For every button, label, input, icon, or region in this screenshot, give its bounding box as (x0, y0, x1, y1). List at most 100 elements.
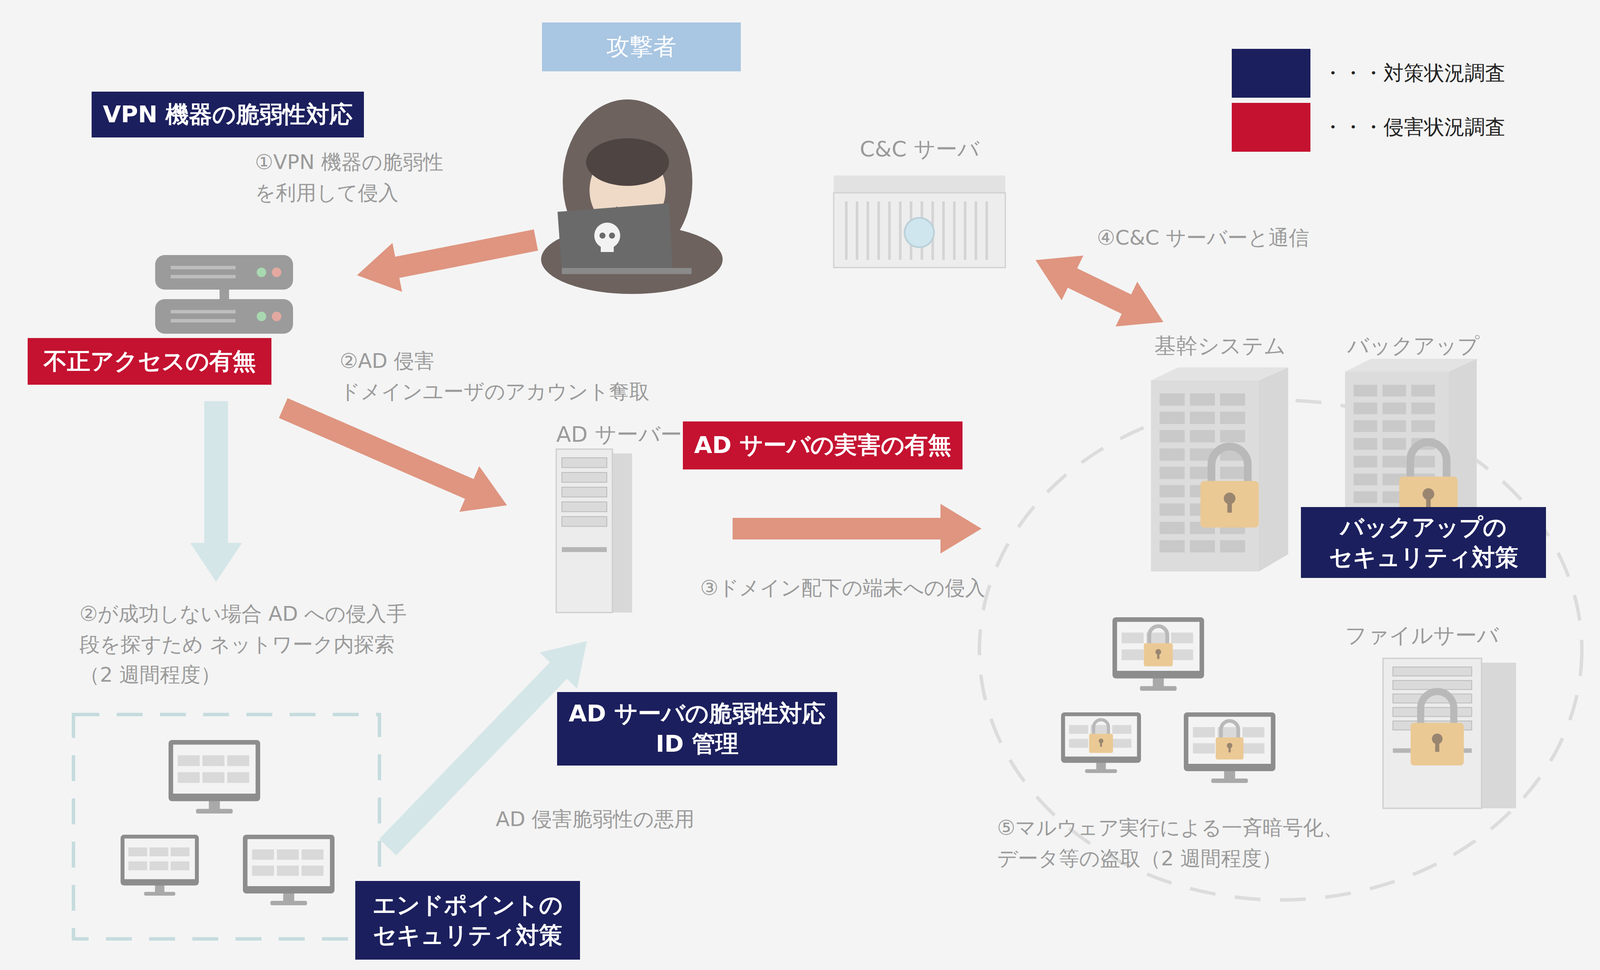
monitor-frame (1183, 712, 1276, 772)
screen-block (227, 755, 250, 766)
status-led (256, 311, 267, 322)
illustrations (73, 99, 1582, 939)
lock-icon (1144, 626, 1173, 667)
cc-server (833, 175, 1006, 268)
arrow-head (940, 503, 982, 554)
lock-body (1410, 722, 1464, 765)
inspection-box: AD サーバの実害の有無 (682, 421, 963, 470)
server-lamp (904, 217, 934, 248)
server-slot (1353, 437, 1378, 450)
measure-box: AD サーバの脆弱性対応 ID 管理 (557, 691, 838, 766)
arrow-head (539, 640, 587, 689)
monitor-base (1140, 685, 1177, 691)
drive-bay (1392, 707, 1472, 717)
monitor-frame (1061, 712, 1142, 763)
server-slot (1220, 466, 1246, 479)
screen-block (177, 755, 200, 766)
server-box: AD サーバー (556, 421, 678, 614)
server-slot (1411, 402, 1435, 415)
screen-block (1121, 632, 1144, 644)
screen-block (301, 849, 324, 860)
server-box: ファイルサーバ (1357, 622, 1487, 811)
arrow (190, 401, 243, 582)
server-top (833, 175, 1006, 193)
step-note: ③ドメイン配下の端末への侵入 (700, 572, 986, 604)
arrow-shaft (732, 517, 945, 540)
node-title: エンドポイントの セキュリティ対策 (366, 889, 569, 951)
node-title: 基幹システム (1154, 332, 1286, 359)
server-slot (1159, 411, 1185, 424)
server-fin (855, 201, 859, 260)
monitor-frame (168, 739, 261, 802)
tower-front (556, 449, 613, 613)
lock-body (1200, 481, 1259, 528)
server-slot (1382, 455, 1407, 468)
legend-swatch (1231, 102, 1311, 152)
drive-bay (561, 487, 607, 498)
monitor-icon (1061, 712, 1142, 773)
monitor-base (1085, 768, 1118, 773)
server-slot (1189, 411, 1215, 424)
server-tower (556, 449, 633, 613)
legend-text: ・・・対策状況調査 (1322, 60, 1506, 86)
server-slot (1159, 430, 1185, 443)
monitor-icon (168, 739, 261, 814)
keyhole (1156, 652, 1160, 660)
vpn-device (155, 254, 294, 334)
attack-arrow (1035, 255, 1164, 327)
screen-block (177, 771, 200, 783)
node-title: バックアップ (1347, 332, 1480, 359)
server-slot (1220, 430, 1246, 443)
screen-block (149, 847, 169, 857)
monitor-stand (1223, 769, 1235, 781)
monitor-base (270, 900, 308, 906)
monitor-stand (283, 892, 294, 903)
server-fin (952, 201, 956, 260)
screen-block (128, 861, 147, 871)
lock-icon (1215, 720, 1244, 760)
node-title: C&C サーバ (859, 136, 980, 163)
keyhole (1435, 739, 1440, 752)
screen-block (276, 865, 299, 876)
drive-bay (1392, 666, 1472, 676)
server-fin (898, 201, 902, 260)
screen-block (1192, 742, 1215, 754)
lock-icon (1410, 691, 1464, 766)
server-slot (1220, 411, 1246, 424)
legend-text: ・・・侵害状況調査 (1322, 114, 1506, 140)
server-slot (1159, 503, 1185, 516)
node-title: ファイルサーバ (1345, 622, 1499, 649)
lock-icon (1089, 719, 1113, 753)
hood-shadow (586, 138, 670, 186)
server-slot (1189, 393, 1215, 406)
server-box: C&C サーバ (833, 136, 1006, 268)
lock-shackle (1420, 691, 1454, 726)
monitor-frame (242, 834, 335, 894)
monitor-screen (1064, 716, 1138, 757)
server-slot (1159, 540, 1185, 553)
server-slot (1159, 484, 1185, 498)
step-note: ①VPN 機器の脆弱性 を利用して侵入 (254, 146, 523, 208)
monitor-frame (120, 834, 199, 886)
screen-block (1242, 726, 1265, 738)
screen-block (1112, 724, 1132, 734)
server-slot (1189, 540, 1215, 553)
screen-block (227, 771, 250, 783)
drive-bay (561, 457, 607, 468)
lock-shackle (1211, 446, 1248, 485)
server-slot (1220, 540, 1246, 553)
monitor-screen (1188, 716, 1272, 764)
laptop (557, 203, 673, 272)
lock-icon (1200, 446, 1259, 528)
server-front (833, 192, 1006, 268)
server-slot (1353, 473, 1378, 486)
node-title: AD サーバー (556, 421, 683, 448)
step-note: AD 侵害脆弱性の悪用 (495, 803, 695, 835)
screen-block (1171, 649, 1194, 660)
tower-front (1383, 658, 1482, 809)
screen-block (251, 865, 275, 876)
server-fin (942, 201, 945, 260)
server-box: 基幹システム (1150, 332, 1290, 573)
monitor-screen (173, 744, 256, 794)
